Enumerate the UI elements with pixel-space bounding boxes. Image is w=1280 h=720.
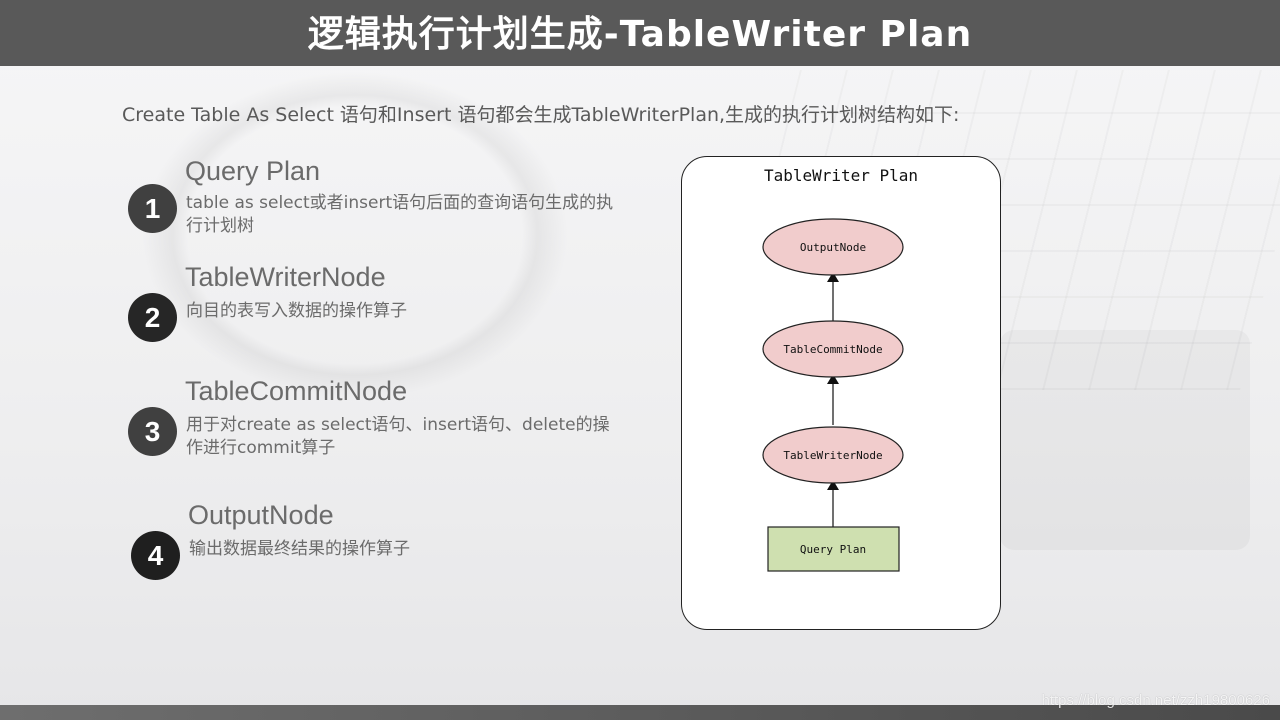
watermark-text: https://blog.csdn.net/zzh19800626 xyxy=(1041,692,1270,709)
intro-text: Create Table As Select 语句和Insert 语句都会生成T… xyxy=(122,104,960,126)
slide-title: 逻辑执行计划生成-TableWriter Plan xyxy=(307,14,973,55)
item-description: 向目的表写入数据的操作算子 xyxy=(186,301,407,321)
item-description: 用于对create as select语句、insert语句、delete的操作… xyxy=(186,415,610,458)
item-title: TableWriterNode xyxy=(185,262,386,292)
item-title: OutputNode xyxy=(188,500,334,530)
number-badge: 3 xyxy=(128,407,177,456)
diagram-title: TableWriter Plan xyxy=(764,166,918,185)
footer-bar xyxy=(0,705,1280,720)
number-badge: 2 xyxy=(128,293,177,342)
list-item-output-node: 4 OutputNode 输出数据最终结果的操作算子 xyxy=(131,500,611,610)
list-item-table-commit-node: 3 TableCommitNode 用于对create as select语句、… xyxy=(128,376,610,486)
node-query-plan-label: Query Plan xyxy=(800,543,866,556)
title-bar xyxy=(0,0,1280,66)
list-item-table-writer-node: 2 TableWriterNode 向目的表写入数据的操作算子 xyxy=(128,262,608,372)
item-description: table as select或者insert语句后面的查询语句生成的执行计划树 xyxy=(186,193,614,236)
background-cup xyxy=(140,70,570,400)
item-title: TableCommitNode xyxy=(185,376,408,406)
node-query-plan xyxy=(767,526,900,572)
list-item-query-plan: 1 Query Plan table as select或者insert语句后面… xyxy=(128,156,613,266)
background-laptop xyxy=(1000,330,1250,550)
item-description: 输出数据最终结果的操作算子 xyxy=(189,539,410,559)
node-table-commit-label: TableCommitNode xyxy=(783,343,882,356)
item-title: Query Plan xyxy=(185,156,321,186)
node-output-label: OutputNode xyxy=(800,241,866,254)
plan-diagram-svg: TableWriter Plan OutputNode TableCommitN… xyxy=(762,166,918,572)
node-table-writer-label: TableWriterNode xyxy=(783,449,882,462)
number-badge: 4 xyxy=(131,531,180,580)
plan-diagram: TableWriter Plan OutputNode TableCommitN… xyxy=(681,156,1001,630)
node-table-commit xyxy=(762,320,904,378)
node-table-writer xyxy=(762,426,904,484)
number-badge: 1 xyxy=(128,184,177,233)
node-output xyxy=(762,218,904,276)
